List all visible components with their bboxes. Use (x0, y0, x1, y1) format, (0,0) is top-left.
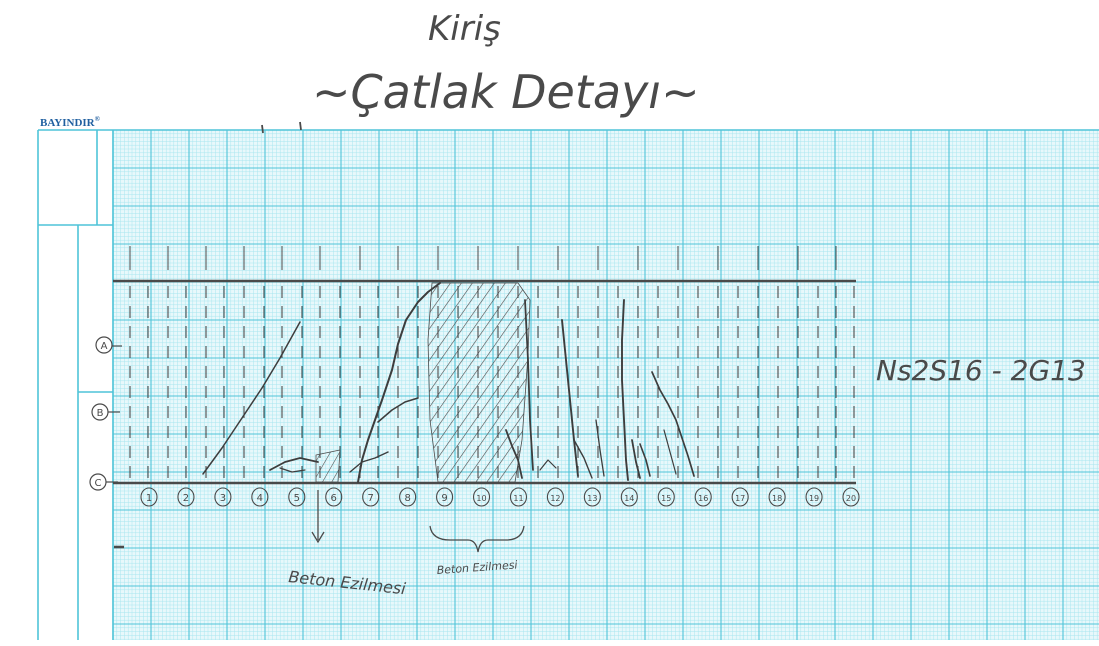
beam-outline (113, 279, 856, 485)
crack-8 (524, 299, 534, 471)
column-label-7: 7 (367, 493, 373, 504)
arrow-head (311, 531, 325, 544)
column-label-14: 14 (624, 494, 634, 503)
title-top: Kiriş (428, 9, 501, 49)
crack-17 (663, 429, 677, 475)
column-label-6: 6 (331, 493, 337, 504)
column-label-circle (399, 487, 417, 507)
column-label-circle (472, 487, 491, 507)
row-label-a: A (101, 341, 108, 352)
column-label-circle (509, 487, 528, 507)
pen-mark-1 (261, 124, 264, 134)
column-label-circle (362, 487, 380, 507)
top-tick-marks (129, 246, 837, 270)
column-label-1: 1 (146, 493, 152, 504)
grid-minor-lines (113, 130, 1099, 640)
column-label-3: 3 (220, 493, 226, 504)
column-label-9: 9 (441, 493, 447, 504)
column-label-19: 19 (809, 494, 819, 503)
column-label-circle (620, 487, 638, 507)
column-label-circle (731, 487, 749, 507)
column-label-circle (805, 487, 823, 507)
crushed-concrete-zone-left (315, 449, 341, 483)
title-block-frame (37, 129, 1099, 640)
column-label-circle (140, 487, 158, 507)
column-label-11: 11 (513, 494, 523, 503)
pen-mark-2 (299, 121, 302, 131)
column-label-circle (657, 487, 675, 507)
crack-5 (377, 397, 419, 423)
column-label-circle (325, 487, 343, 507)
crack-13 (621, 299, 629, 481)
title-main: ~Çatlak Detayı~ (312, 65, 700, 119)
column-label-2: 2 (183, 493, 189, 504)
column-label-circle (177, 487, 195, 507)
column-label-circle (214, 487, 232, 507)
column-label-circle (583, 487, 601, 507)
column-label-10: 10 (476, 494, 486, 503)
column-label-16: 16 (698, 494, 708, 503)
grid-area (113, 130, 1099, 640)
column-label-circle (768, 487, 786, 507)
column-label-17: 17 (735, 494, 745, 503)
crack-4 (357, 282, 441, 483)
crack-7 (505, 429, 523, 479)
crack-14 (631, 439, 641, 479)
column-label-circle (436, 487, 454, 507)
crack-lines (202, 282, 695, 483)
column-label-circle (288, 487, 306, 507)
column-label-18: 18 (772, 494, 782, 503)
row-label-c: C (95, 478, 102, 489)
column-label-4: 4 (257, 493, 263, 504)
crack-1 (202, 321, 301, 475)
column-label-circle (251, 487, 269, 507)
grid-major-lines (112, 129, 1099, 640)
crack-12 (595, 419, 605, 477)
annotation-concrete-crush-right: Beton Ezilmesi (436, 558, 518, 577)
column-label-12: 12 (550, 494, 560, 503)
row-labels (89, 336, 122, 491)
column-label-15: 15 (661, 494, 671, 503)
beam-designation: Ns2S16 - 2G13 (876, 354, 1086, 387)
row-label-text: A B C (95, 341, 108, 489)
column-label-20: 20 (846, 494, 856, 503)
crack-10 (561, 319, 579, 477)
column-label-circle (694, 487, 712, 507)
crack-2 (269, 457, 319, 471)
column-label-circle (546, 487, 564, 507)
annotation-marks (114, 121, 525, 553)
crack-9 (539, 459, 557, 471)
crack-11 (573, 439, 593, 479)
brand-logo: BAYINDIR® (40, 115, 101, 129)
column-label-circle (842, 487, 860, 507)
crack-3 (279, 467, 306, 473)
column-label-13: 13 (587, 494, 597, 503)
column-label-5: 5 (294, 493, 300, 504)
crack-16 (651, 371, 695, 477)
column-label-8: 8 (404, 493, 410, 504)
curly-bracket (429, 525, 525, 553)
crack-15 (639, 443, 651, 477)
row-label-b: B (97, 408, 104, 419)
crack-6 (349, 451, 389, 473)
